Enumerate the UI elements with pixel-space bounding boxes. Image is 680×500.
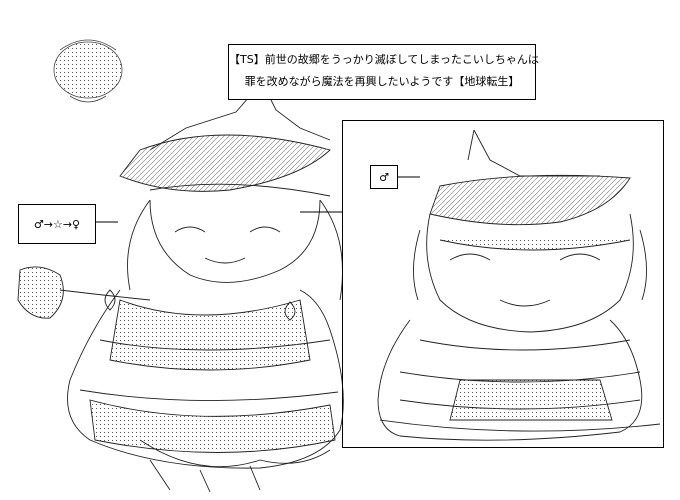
right-figure-art bbox=[377, 129, 661, 441]
male-symbol-label: ♂ bbox=[370, 165, 398, 189]
transformation-label: ♂→☆→♀ bbox=[18, 204, 96, 244]
dotted-emblem-art bbox=[53, 39, 123, 103]
title-box: 【TS】前世の故郷をうっかり滅ぼしてしまったこいしちゃんは 罪を改めながら魔法を… bbox=[228, 44, 539, 100]
title-line-2: 罪を改めながら魔法を再興したいようです【地球転生】 bbox=[244, 75, 520, 88]
left-figure-art bbox=[17, 81, 344, 493]
title-line-1: 【TS】前世の故郷をうっかり滅ぼしてしまったこいしちゃんは bbox=[229, 53, 539, 66]
connector-lines bbox=[94, 176, 420, 223]
right-panel-frame bbox=[342, 120, 664, 448]
